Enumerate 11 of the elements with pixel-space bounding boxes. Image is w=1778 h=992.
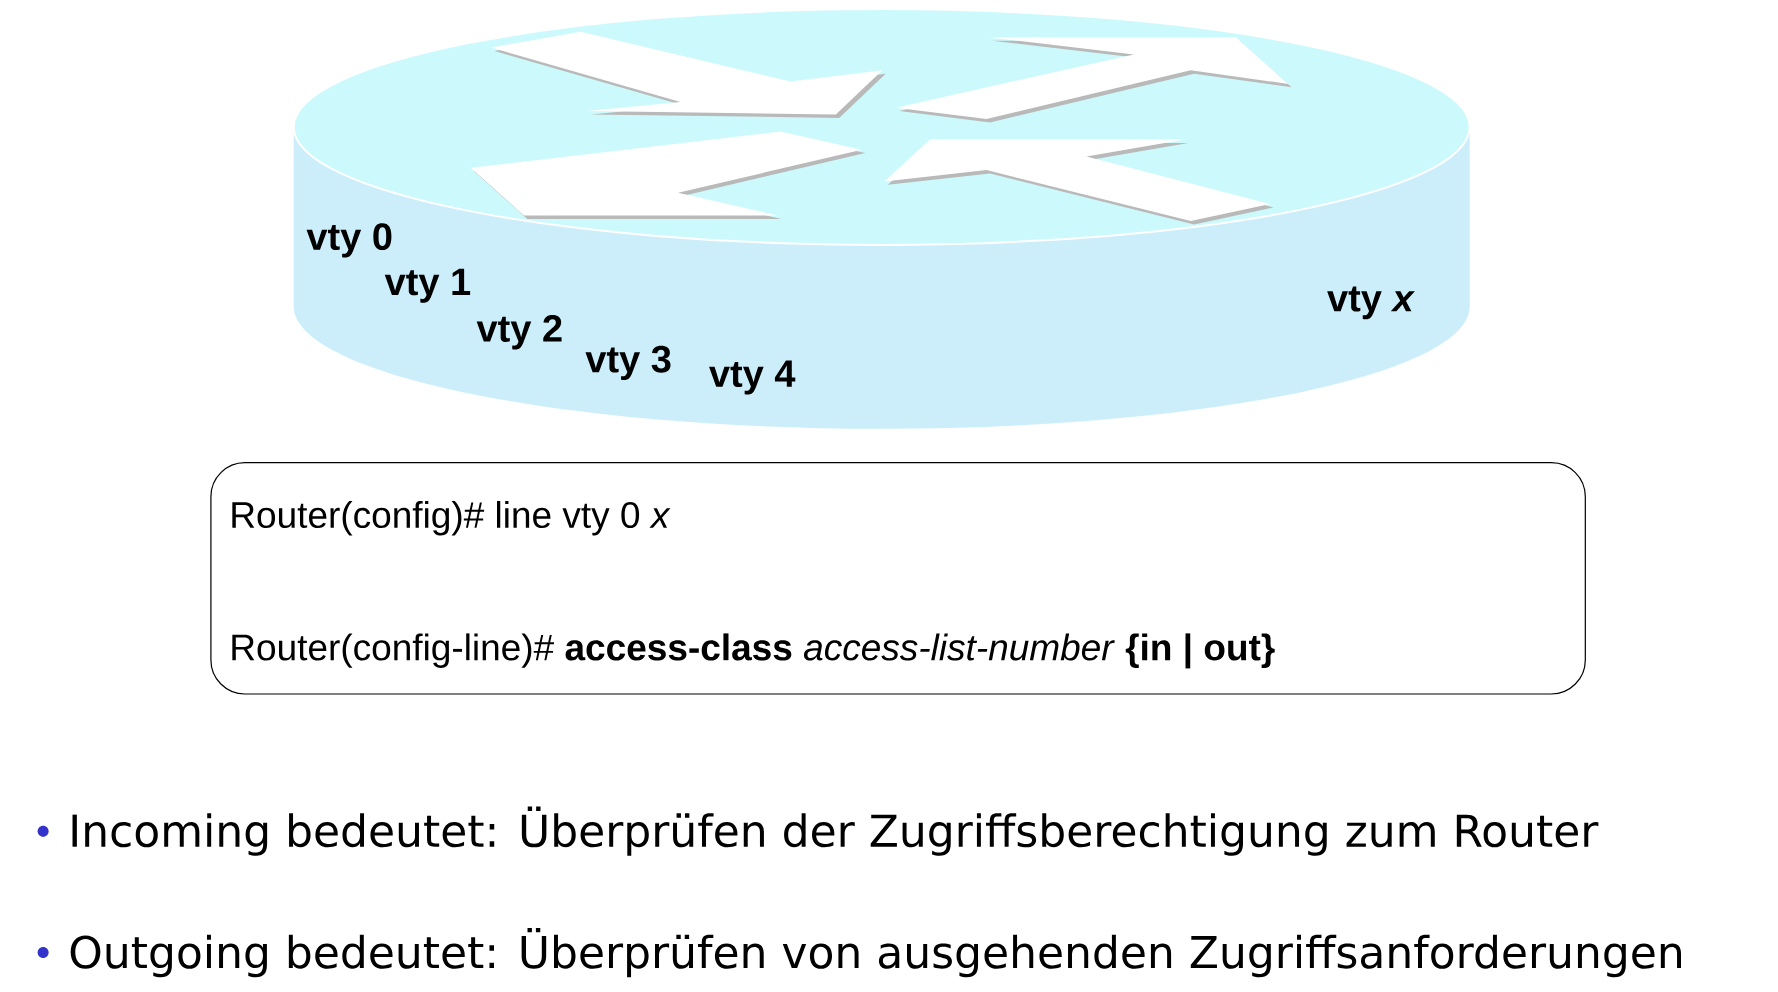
port-label: vty 2 — [476, 315, 562, 350]
port-label: vty 3 — [585, 345, 671, 381]
bullet-text: Incoming bedeutet: Überprüfen der Zugriffsberechtigung zum Router — [72, 806, 1599, 856]
port-label: vty x — [1327, 286, 1415, 320]
command-line: Router(config)# line vty 0 x — [232, 500, 671, 536]
port-label: vty 4 — [709, 360, 796, 395]
command-line: Router(config-line)# access-class access-list-number {in | out} — [232, 633, 1275, 669]
command-box — [210, 462, 1586, 695]
bullet-text: Outgoing bedeutet: Überprüfen von ausgehenden Zugriffsanforderungen — [70, 927, 1681, 978]
port-label: vty 1 — [384, 268, 471, 303]
port-label: vty 0 — [306, 223, 392, 258]
